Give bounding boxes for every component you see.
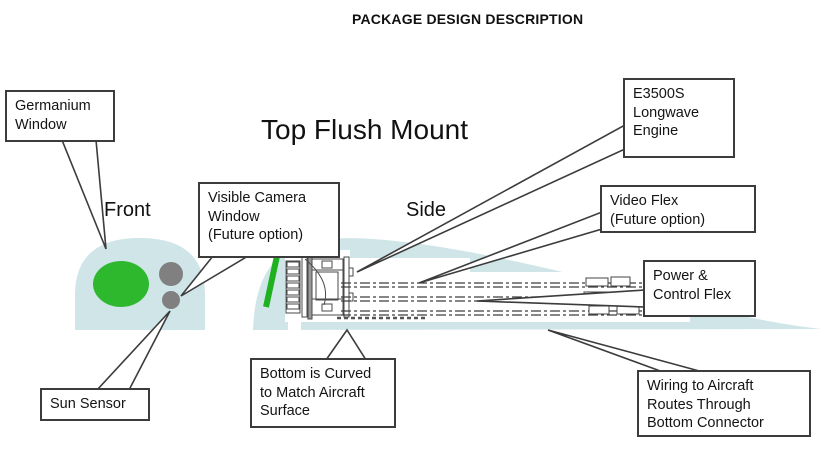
callout-wiring: Wiring to Aircraft Routes Through Bottom… [637, 370, 811, 437]
diagram-heading: Top Flush Mount [261, 114, 468, 145]
callout-germanium-window: Germanium Window [5, 90, 115, 142]
engine-cable-curve [304, 258, 326, 306]
germanium-window-pointer [60, 139, 107, 250]
wiring-pointer [547, 329, 704, 373]
page-title: PACKAGE DESIGN DESCRIPTION [352, 11, 584, 27]
e3500s-engine-pointer [356, 123, 626, 273]
cutout-notch [288, 316, 301, 330]
callout-visible-camera-window: Visible Camera Window (Future option) [198, 182, 340, 258]
callout-video-flex: Video Flex (Future option) [600, 185, 756, 233]
engine-bottom-knob [321, 303, 333, 312]
callout-pointers [60, 123, 704, 391]
engine-top-knob [321, 260, 333, 269]
side-view-label: Side [406, 199, 447, 221]
germanium-window-ellipse [93, 261, 149, 307]
callout-e3500s-engine: E3500S Longwave Engine [623, 78, 735, 158]
germanium-side-stripe [263, 255, 280, 308]
engine-assembly-drawing [285, 254, 428, 320]
engine-core [315, 271, 339, 301]
bottom-curved-pointer [324, 328, 368, 361]
camera-window-circle [159, 262, 183, 286]
front-view [75, 238, 205, 330]
callout-sun-sensor: Sun Sensor [40, 388, 150, 421]
callout-bottom-curved: Bottom is Curved to Match Aircraft Surfa… [250, 358, 396, 428]
callout-power-control-flex: Power & Control Flex [643, 260, 756, 317]
front-view-label: Front [104, 199, 151, 221]
engine-cooling-fins [286, 261, 300, 310]
sun-sensor-circle [162, 291, 180, 309]
